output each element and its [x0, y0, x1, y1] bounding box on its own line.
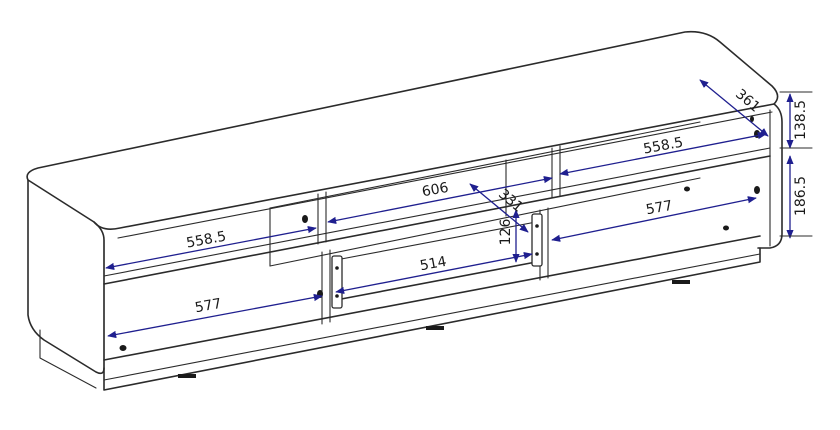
dimension-lines	[105, 79, 813, 339]
cable-hole-6	[754, 186, 760, 194]
back-panel-line	[269, 121, 701, 209]
hinge-right	[531, 213, 543, 267]
hinge-right-screw-2	[535, 252, 539, 256]
hinge-right-screw-1	[535, 224, 539, 228]
foot-3	[672, 280, 690, 284]
bottom-shelf	[103, 235, 761, 361]
cable-hole-4	[684, 186, 690, 192]
right-end-panel	[757, 103, 783, 249]
hinge-left-screw-2	[335, 294, 339, 298]
label-depth-center: 331	[495, 186, 526, 215]
cable-hole-3	[119, 345, 127, 351]
dim-line-lower-center	[335, 251, 533, 295]
label-middle-right: 558.5	[642, 135, 684, 158]
foot-2	[426, 326, 444, 330]
dim-line-lower-left	[107, 293, 323, 339]
cable-hole-1	[302, 215, 308, 223]
label-top-height: 138.5	[793, 100, 809, 140]
dim-line-depth-right	[699, 79, 769, 137]
label-lower-right: 577	[645, 198, 674, 219]
hinge-left-screw-1	[335, 266, 339, 270]
label-lower-left: 577	[194, 296, 223, 317]
dim-line-middle-left	[105, 225, 317, 271]
base-front	[103, 253, 761, 381]
dim-line-lower-right	[551, 196, 757, 242]
dimension-labels: 577 514 577 558.5 606 558.5 361 331 126 …	[185, 86, 809, 316]
dim-line-middle-right	[559, 131, 767, 177]
divider-upper-left	[317, 191, 327, 245]
foot-1	[178, 374, 196, 378]
label-bottom-height: 186.5	[793, 176, 809, 216]
left-end-panel	[27, 179, 105, 375]
hinge-left	[331, 255, 343, 309]
label-middle-left: 558.5	[185, 229, 227, 252]
label-middle-center: 606	[421, 180, 450, 201]
label-drawer-height: 126	[498, 219, 514, 246]
extension-lines	[779, 91, 813, 237]
label-lower-center: 514	[419, 254, 448, 275]
base-left-foot	[39, 329, 97, 389]
cable-hole-7	[723, 225, 729, 231]
divider-lower-left	[321, 249, 331, 325]
